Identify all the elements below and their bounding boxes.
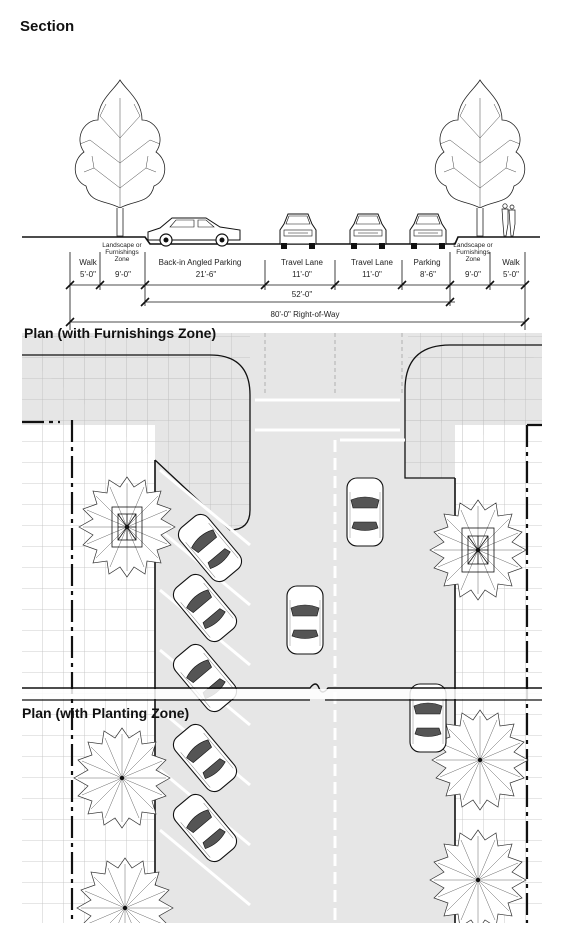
- travel-car-plan-2-icon: [286, 585, 324, 655]
- dim-travel-lane-1: 11'-0": [292, 270, 312, 279]
- zone-label-travel-lane-1: Travel Lane: [281, 258, 323, 267]
- dim-travel-lane-2: 11'-0": [362, 270, 382, 279]
- tree-grate-icons: [111, 506, 495, 573]
- dim-walk-right: 5'-0": [503, 270, 519, 279]
- travel-car-2-icon: [349, 213, 387, 250]
- dim-curb-to-curb: 52'-0": [291, 290, 313, 299]
- zone-label-landscape-right: Landscape or Furnishings Zone: [453, 242, 493, 263]
- plan-view: [22, 333, 542, 923]
- zone-label-parking: Parking: [413, 258, 441, 267]
- dim-landscape-right: 9'-0": [465, 270, 481, 279]
- parked-car-front-icon: [409, 213, 447, 250]
- zone-label-walk-left: Walk: [79, 258, 97, 267]
- dimension-ticks: [65, 280, 530, 327]
- parked-car-side-icon: [147, 217, 241, 247]
- section-title: Section: [20, 18, 75, 35]
- dim-walk-left: 5'-0": [80, 270, 96, 279]
- zone-label-landscape-left: Landscape or Furnishings Zone: [102, 242, 142, 263]
- dimension-lines: [69, 252, 526, 330]
- zone-label-walk-right: Walk: [502, 258, 520, 267]
- dim-back-in-parking: 21'-6": [195, 270, 217, 279]
- dim-right-of-way: 80'-0" Right-of-Way: [270, 310, 340, 319]
- zone-label-back-in-parking: Back-in Angled Parking: [158, 258, 242, 267]
- tree-left-icon: [74, 79, 166, 237]
- travel-car-plan-1-icon: [346, 477, 384, 547]
- plan-furnishings-title: Plan (with Furnishings Zone): [24, 325, 217, 341]
- travel-car-1-icon: [279, 213, 317, 250]
- plan-planting-title: Plan (with Planting Zone): [22, 705, 190, 721]
- pedestrians-icon: [501, 203, 516, 237]
- zone-label-travel-lane-2: Travel Lane: [351, 258, 393, 267]
- dim-parking: 8'-6": [420, 270, 436, 279]
- dim-landscape-left: 9'-0": [115, 270, 131, 279]
- section-elevation: [22, 79, 540, 330]
